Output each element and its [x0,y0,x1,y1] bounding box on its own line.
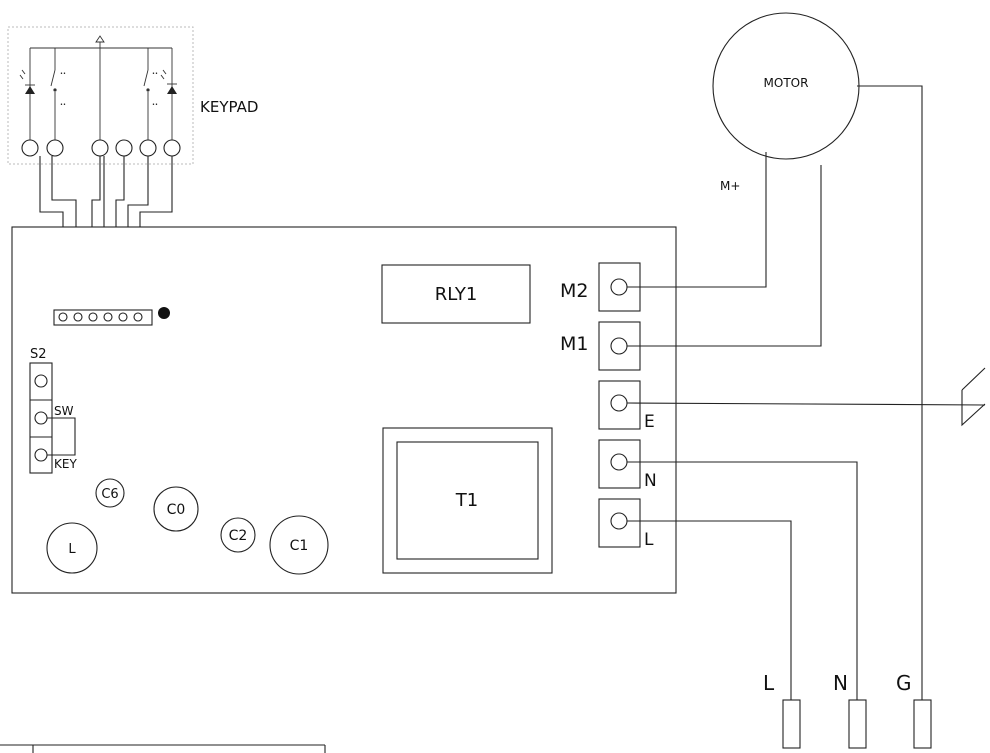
capacitor-c1: C1 [269,515,329,575]
mains-g-plug: G [896,671,932,749]
transformer-label: T1 [455,490,478,511]
switch-sw-label: SW [54,404,74,418]
motor: MOTOR M+ [712,12,860,193]
header-pin1-dot [158,307,170,319]
power-arrow-icon [95,35,105,43]
earth-ground-icon [961,367,986,427]
svg-text:••: •• [60,102,66,108]
inductor-l: L [46,522,98,574]
terminal-n: N [598,439,657,491]
led-left-icon [19,48,35,140]
svg-text:M2: M2 [560,280,588,302]
switch-left-icon: •• •• [50,48,66,140]
switch-key-label: KEY [54,457,77,471]
mains-n-plug: N [833,671,867,749]
svg-text:N: N [833,671,848,695]
keypad-label: KEYPAD [200,98,258,116]
svg-text:E: E [644,412,655,432]
relay-rly1: RLY1 [381,264,531,324]
keypad-header [53,307,170,326]
svg-text:C1: C1 [290,538,309,554]
partial-table [0,744,326,753]
terminal-e: E [598,380,655,432]
svg-text:G: G [896,671,912,695]
capacitor-c6: C6 [95,478,125,508]
keypad: •• •• •• •• K [7,26,258,165]
switch-right-icon: •• •• [143,48,158,140]
svg-text:L: L [68,542,76,557]
relay-label: RLY1 [435,284,478,305]
transformer-t1: T1 [382,427,553,574]
control-board: RLY1 T1 S2 SW KEY C6 C0 [11,226,677,594]
switch-s2-label: S2 [30,347,47,362]
wire-n-mains [627,461,858,700]
svg-text:C2: C2 [229,528,248,544]
capacitor-c2: C2 [220,517,256,553]
capacitor-c0: C0 [153,486,199,532]
svg-text:••: •• [152,102,158,108]
keypad-terminals [21,139,181,157]
svg-text:••: •• [60,71,66,77]
board-outline [11,226,677,594]
svg-text:L: L [644,530,654,550]
wire-l-mains [627,520,792,700]
svg-text:L: L [763,671,775,695]
svg-text:C0: C0 [167,502,186,518]
svg-text:M1: M1 [560,333,588,355]
mains-l-plug: L [763,671,801,749]
motor-polarity-label: M+ [720,179,740,193]
keypad-outline [7,26,194,165]
wire-m1-motor [627,165,822,347]
wire-motor-ground [857,85,923,700]
svg-text:N: N [644,471,657,491]
wire-m2-motor [627,152,767,288]
svg-text:C6: C6 [101,487,118,502]
terminal-l: L [598,498,654,550]
wiring [626,85,986,700]
switch-s2: S2 SW KEY [29,347,77,474]
led-right-icon [160,48,177,140]
wire-e-earth [626,402,986,406]
svg-text:••: •• [152,71,158,77]
motor-label: MOTOR [764,76,809,90]
mains-leads: L N G [763,671,932,749]
